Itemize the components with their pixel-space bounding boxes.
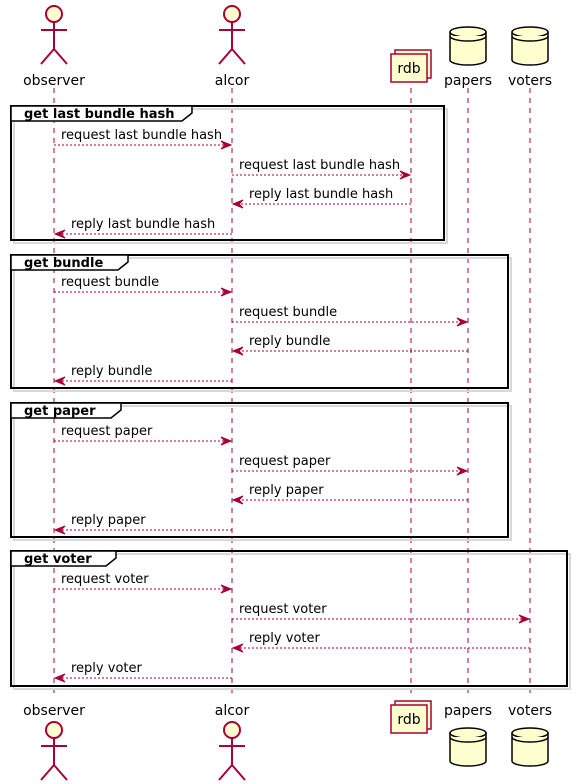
message-arrow: request last bundle hash [232, 158, 412, 180]
group-title: get paper [24, 404, 96, 419]
message-arrow: request paper [232, 454, 469, 476]
participant-rdb-bottom: rdb [390, 700, 432, 734]
message-label: request voter [61, 572, 149, 587]
actor-icon [218, 721, 246, 781]
message-arrow: request bundle [232, 305, 469, 327]
message-label: request last bundle hash [239, 158, 400, 173]
collections-icon [390, 49, 432, 83]
arrowhead [231, 199, 244, 209]
participant-label: rdb [397, 61, 420, 77]
message-label: request bundle [61, 275, 159, 290]
arrowhead [220, 287, 233, 297]
arrowhead [399, 170, 412, 180]
message-arrow: reply bundle [231, 334, 468, 356]
arrowhead [231, 346, 244, 356]
database-icon [449, 727, 487, 767]
group-title: get bundle [24, 256, 103, 271]
participant-label: voters [508, 703, 552, 719]
participant-label: observer [23, 703, 85, 719]
message-label: reply bundle [249, 334, 330, 349]
message-label: request paper [61, 424, 153, 439]
message-arrow: request last bundle hash [54, 128, 233, 150]
participant-label: alcor [215, 73, 250, 89]
arrowhead [518, 614, 531, 624]
participant-alcor-top: alcor [215, 5, 250, 89]
message-label: request paper [239, 454, 331, 469]
arrowhead [456, 317, 469, 327]
message-arrow: request voter [232, 602, 531, 624]
database-icon [511, 727, 549, 767]
arrowhead [231, 643, 244, 653]
actor-icon [218, 5, 246, 65]
message-arrow: reply last bundle hash [231, 187, 411, 209]
message-arrow: reply last bundle hash [53, 217, 232, 239]
arrowhead [53, 525, 66, 535]
message-label: request bundle [239, 305, 337, 320]
message-label: reply bundle [71, 364, 152, 379]
message-label: reply voter [249, 631, 320, 646]
participant-observer-bottom: observer [23, 703, 85, 781]
participant-voters-bottom: voters [508, 703, 552, 767]
message-arrow: request paper [54, 424, 233, 446]
message-label: reply voter [71, 661, 142, 676]
message-label: request voter [239, 602, 327, 617]
arrowhead [231, 495, 244, 505]
actor-icon [40, 5, 68, 65]
group-frame: get bundle [10, 254, 512, 392]
message-arrow: reply voter [231, 631, 530, 653]
participant-label: observer [23, 73, 85, 89]
message-label: reply paper [71, 513, 146, 528]
group-frame: get last bundle hash [10, 105, 448, 244]
participant-observer-top: observer [23, 5, 85, 89]
arrowhead [456, 466, 469, 476]
participant-papers-top: papers [444, 26, 492, 89]
participant-rdb-top: rdb [390, 49, 432, 83]
database-icon [511, 26, 549, 66]
group-title: get last bundle hash [24, 107, 175, 122]
participant-label: rdb [397, 712, 420, 728]
participant-alcor-bottom: alcor [215, 703, 250, 781]
message-arrow: reply paper [231, 483, 468, 505]
actor-icon [40, 721, 68, 781]
participant-label: voters [508, 73, 552, 89]
group-frame: get paper [10, 402, 512, 541]
arrowhead [220, 436, 233, 446]
participant-label: papers [444, 73, 492, 89]
arrowhead [53, 376, 66, 386]
participant-papers-bottom: papers [444, 703, 492, 767]
group-title: get voter [24, 552, 92, 567]
message-arrow: request voter [54, 572, 233, 594]
group-frame: get voter [10, 550, 571, 690]
arrowhead [220, 584, 233, 594]
collections-icon [390, 700, 432, 734]
participant-label: alcor [215, 703, 250, 719]
message-label: request last bundle hash [61, 128, 222, 143]
arrowhead [220, 140, 233, 150]
message-arrow: reply voter [53, 661, 232, 683]
message-label: reply paper [249, 483, 324, 498]
message-label: reply last bundle hash [249, 187, 393, 202]
arrowhead [53, 673, 66, 683]
message-arrow: reply paper [53, 513, 232, 535]
database-icon [449, 26, 487, 66]
message-arrow: request bundle [54, 275, 233, 297]
arrowhead [53, 229, 66, 239]
message-label: reply last bundle hash [71, 217, 215, 232]
participant-label: papers [444, 703, 492, 719]
message-arrow: reply bundle [53, 364, 232, 386]
participant-voters-top: voters [508, 26, 552, 89]
